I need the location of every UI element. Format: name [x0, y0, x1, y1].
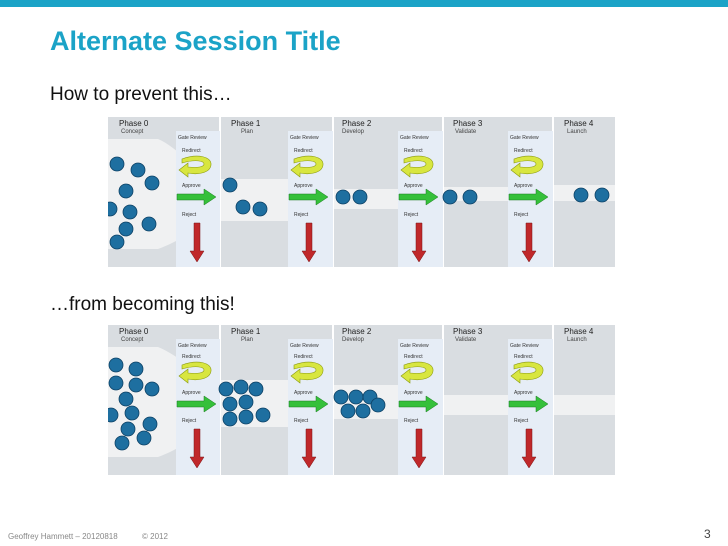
- phase-4-sub: Launch: [567, 129, 587, 135]
- gate-approve-label: Approve: [404, 390, 423, 396]
- phase-3-name: Phase 3: [453, 327, 483, 336]
- gate-redirect-label: Redirect: [182, 148, 201, 154]
- gate-approve-label: Approve: [182, 390, 201, 396]
- gate-reject-label: Reject: [182, 212, 197, 218]
- phase-3-sub: Validate: [455, 337, 477, 343]
- slide-title: Alternate Session Title: [50, 26, 341, 56]
- diagram-graphic: [108, 325, 615, 475]
- gate-approve-label: Approve: [182, 183, 201, 189]
- gate-reject-label: Reject: [182, 418, 197, 424]
- project-balls-2: [108, 357, 386, 451]
- phase-1-name: Phase 1: [231, 119, 261, 128]
- phase-1-sub: Plan: [241, 337, 254, 343]
- phase-0-sub: Concept: [121, 129, 144, 135]
- phase-0-name: Phase 0: [119, 327, 149, 336]
- phase-3-name: Phase 3: [453, 119, 483, 128]
- diagram-graphic: [108, 117, 615, 267]
- gate-redirect-label: Redirect: [294, 354, 313, 360]
- gate-reject-label: Reject: [404, 212, 419, 218]
- phase-4-name: Phase 4: [564, 119, 594, 128]
- gate-redirect-label: Redirect: [404, 354, 423, 360]
- phase-4-sub: Launch: [567, 337, 587, 343]
- phase-2-sub: Develop: [342, 337, 365, 343]
- gate-reject-label: Reject: [294, 418, 309, 424]
- phase-1-name: Phase 1: [231, 327, 261, 336]
- phase-3-sub: Validate: [455, 129, 477, 135]
- gate-approve-label: Approve: [404, 183, 423, 189]
- top-accent-bar: [0, 0, 728, 7]
- phase-1-sub: Plan: [241, 129, 254, 135]
- gate-review-label: Gate Review: [290, 343, 319, 349]
- phase-2-name: Phase 2: [342, 327, 372, 336]
- page-number: 3: [704, 527, 711, 541]
- gate-redirect-label: Redirect: [294, 148, 313, 154]
- caption-top: How to prevent this…: [50, 84, 232, 105]
- gate-approve-label: Approve: [514, 390, 533, 396]
- gate-review-label: Gate Review: [178, 343, 207, 349]
- footer-author: Geoffrey Hammett – 20120818: [8, 532, 118, 541]
- gate-review-label: Gate Review: [178, 135, 207, 141]
- gate-approve-label: Approve: [294, 390, 313, 396]
- gate-redirect-label: Redirect: [182, 354, 201, 360]
- phase-2-name: Phase 2: [342, 119, 372, 128]
- gate-reject-label: Reject: [404, 418, 419, 424]
- stage-gate-diagram-ideal: Phase 0 Concept Phase 1 Plan Phase 2 Dev…: [108, 117, 615, 267]
- gate-reject-label: Reject: [514, 212, 529, 218]
- gate-approve-label: Approve: [294, 183, 313, 189]
- gate-review-label: Gate Review: [400, 343, 429, 349]
- caption-bottom: …from becoming this!: [50, 294, 235, 315]
- gate-approve-label: Approve: [514, 183, 533, 189]
- gate-redirect-label: Redirect: [514, 354, 533, 360]
- footer-copyright: © 2012: [142, 532, 168, 541]
- project-balls-1: [108, 156, 610, 250]
- gate-review-label: Gate Review: [510, 343, 539, 349]
- gate-review-label: Gate Review: [400, 135, 429, 141]
- phase-4-name: Phase 4: [564, 327, 594, 336]
- gate-redirect-label: Redirect: [514, 148, 533, 154]
- phase-2-sub: Develop: [342, 129, 365, 135]
- phase-0-sub: Concept: [121, 337, 144, 343]
- gate-review-label: Gate Review: [290, 135, 319, 141]
- phase-0-name: Phase 0: [119, 119, 149, 128]
- gate-redirect-label: Redirect: [404, 148, 423, 154]
- gate-reject-label: Reject: [514, 418, 529, 424]
- gate-reject-label: Reject: [294, 212, 309, 218]
- stage-gate-diagram-bottleneck: Phase 0 Concept Phase 1 Plan Phase 2 Dev…: [108, 325, 615, 475]
- gate-review-label: Gate Review: [510, 135, 539, 141]
